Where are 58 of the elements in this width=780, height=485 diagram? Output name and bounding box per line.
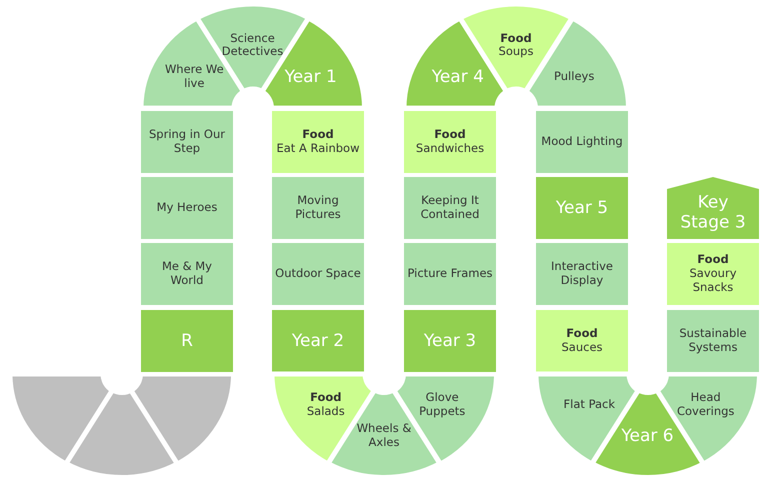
topic-tile [404,177,496,239]
tile-label: Mood Lighting [540,135,624,149]
tile-label: Food [565,327,599,341]
tile-label: Year 2 [290,330,346,352]
tile-label: Food [433,128,467,142]
topic-tile [404,243,496,305]
tile-label: Year 1 [284,66,338,87]
tile-label: Where We live [164,62,225,91]
tile-label: Me & My World [160,260,213,288]
tile-label: Spring in Our Step [148,128,226,156]
tile-label: Science Detectives [220,32,284,60]
tile-label: Sandwiches [414,142,486,156]
tile-label: Food [499,32,533,46]
tile-label: Eat A Rainbow [275,142,360,156]
topic-tile [404,111,496,173]
tile-label: Head Coverings [676,391,736,419]
topic-tile [667,243,759,305]
tile-label: Sauces [560,341,604,355]
topic-tile [141,111,233,173]
topic-tile [141,310,233,372]
topic-tile [141,177,233,239]
tile-label: Year 5 [554,198,610,218]
topic-tile [272,310,364,372]
tile-label: Picture Frames [406,267,494,281]
tile-label: R [180,330,194,352]
tile-label: Food [301,128,335,142]
house-tile [667,177,759,239]
topic-tile [536,177,628,239]
tile-label: Moving Pictures [294,194,342,222]
tile-label: Keeping It Contained [420,194,480,222]
tile-label: Pulleys [553,70,596,84]
tile-label: Sustainable Systems [678,327,748,355]
topic-tile [404,310,496,372]
topic-tile [536,310,628,372]
topic-tile [272,111,364,173]
tile-label: Year 4 [430,66,485,87]
tile-label: Food [309,391,343,406]
tile-label: My Heroes [156,201,218,215]
blank-segment [131,374,234,464]
topic-tile [536,243,628,305]
tile-label: Interactive Display [550,260,614,288]
tile-label: Savoury Snacks [688,267,738,295]
tile-label: Year 3 [422,330,478,352]
topic-tile [272,243,364,305]
topic-tile [141,243,233,305]
tile-label: Flat Pack [562,398,616,412]
tile-label: Food [696,253,730,268]
tile-label: Glove Puppets [418,391,466,419]
topic-tile [272,177,364,239]
tile-label: Soups [498,46,534,60]
tile-label: Outdoor Space [274,267,362,281]
tile-label: Year 6 [620,426,675,447]
topic-tile [536,111,628,173]
tile-label: Salads [306,405,346,419]
topic-segment [657,374,760,464]
tile-label: Key Stage 3 [679,192,747,234]
topic-tile [667,310,759,372]
tile-label: Wheels & Axles [356,422,412,450]
